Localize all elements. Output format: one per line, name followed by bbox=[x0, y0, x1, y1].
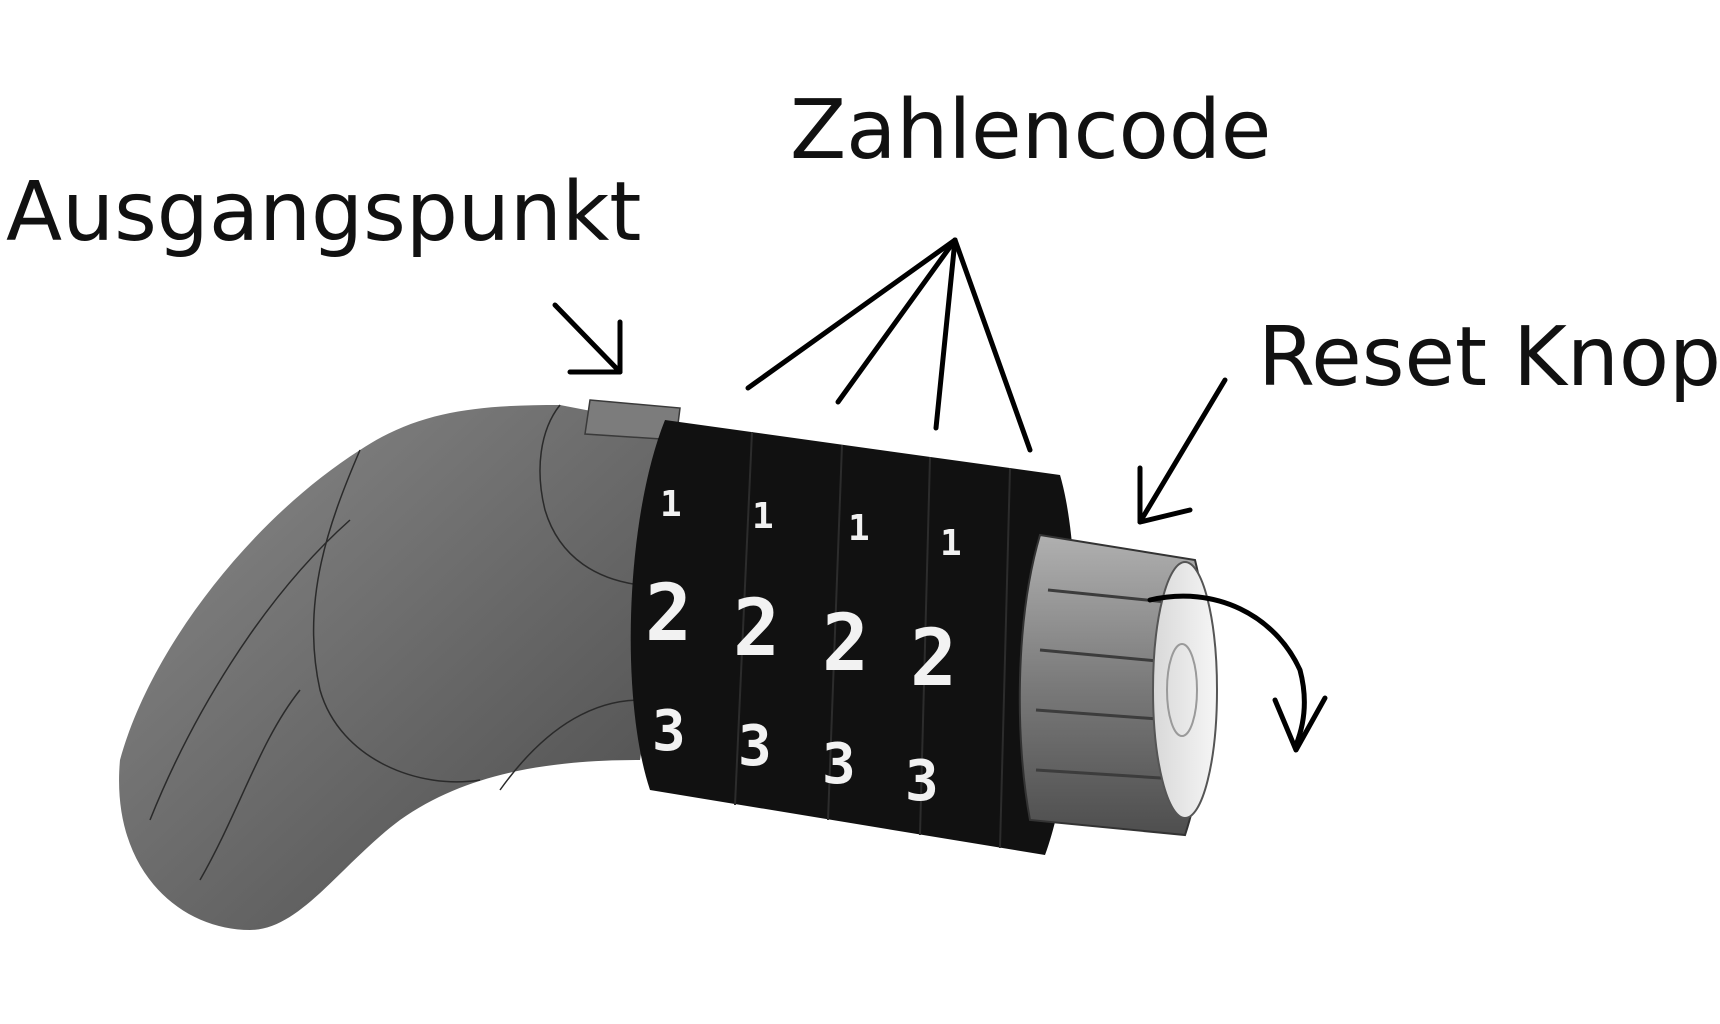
dial-3-digit-bottom: 3 bbox=[822, 732, 856, 797]
dial-1-digit-bottom: 3 bbox=[652, 699, 686, 764]
dial-1[interactable]: 1 2 3 bbox=[645, 484, 692, 764]
start-point-label: Ausgangspunkt bbox=[6, 165, 641, 260]
dial-band bbox=[630, 420, 1076, 855]
dial-4[interactable]: 1 2 3 bbox=[905, 523, 962, 814]
dial-4-digit-middle: 2 bbox=[910, 614, 957, 704]
reset-knob[interactable] bbox=[1018, 533, 1218, 837]
dial-1-digit-top: 1 bbox=[660, 484, 682, 525]
dial-1-digit-middle: 2 bbox=[645, 569, 692, 659]
dial-4-digit-bottom: 3 bbox=[905, 749, 939, 814]
dial-3-digit-middle: 2 bbox=[822, 599, 869, 689]
reset-button-arrow bbox=[1137, 377, 1228, 525]
dial-2[interactable]: 1 2 3 bbox=[733, 496, 780, 779]
number-code-pointer-lines bbox=[745, 237, 1033, 453]
number-code-label: Zahlencode bbox=[790, 83, 1271, 178]
lock-housing bbox=[119, 404, 690, 930]
dial-2-digit-bottom: 3 bbox=[738, 714, 772, 779]
dial-2-digit-middle: 2 bbox=[733, 584, 780, 674]
dial-2-digit-top: 1 bbox=[752, 496, 774, 537]
dial-3[interactable]: 1 2 3 bbox=[822, 508, 870, 797]
dial-4-digit-top: 1 bbox=[940, 523, 962, 564]
dial-3-digit-top: 1 bbox=[848, 508, 870, 549]
rotation-arrow bbox=[1147, 593, 1328, 753]
reset-button-label: Reset Knopf bbox=[1258, 310, 1720, 405]
start-point-arrow bbox=[552, 302, 623, 375]
